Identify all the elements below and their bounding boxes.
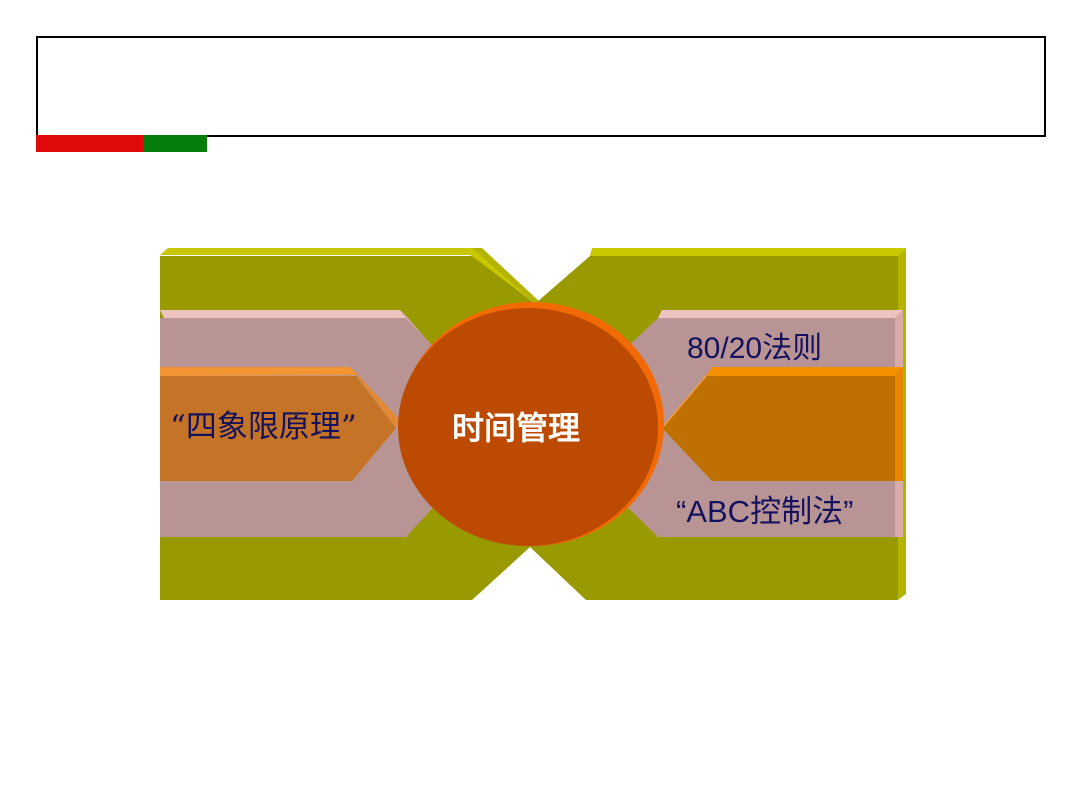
orange-arrow-left xyxy=(160,367,398,481)
center-circle xyxy=(398,302,664,546)
slide-title-box xyxy=(36,36,1046,137)
accent-bar-green xyxy=(143,135,207,152)
label-time-management: 时间管理 xyxy=(452,409,581,447)
label-80-20-rule: 80/20法则 xyxy=(687,332,823,365)
label-four-quadrant-principle: “四象限原理” xyxy=(170,409,357,445)
accent-bar-red xyxy=(36,135,143,152)
orange-arrow-right xyxy=(661,367,903,481)
label-abc-control-method: “ABC控制法” xyxy=(676,494,854,529)
